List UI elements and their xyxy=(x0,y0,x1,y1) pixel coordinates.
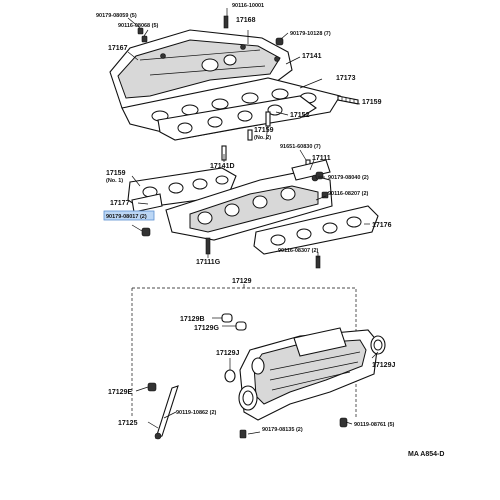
callout-17[interactable]: 90179-08040 (2) xyxy=(328,175,369,181)
callout-24[interactable]: 17129 xyxy=(232,278,252,285)
callout-26[interactable]: 17129G xyxy=(194,325,219,332)
callout-1[interactable]: 90179-08059 (5) xyxy=(96,13,137,19)
leader-lines xyxy=(127,8,379,435)
callout-28[interactable]: 17129J xyxy=(372,362,395,369)
callout-31[interactable]: 17125 xyxy=(118,420,138,427)
callout-21[interactable]: 17176 xyxy=(372,222,392,229)
callout-18[interactable]: 17177 xyxy=(110,200,130,207)
callout-22[interactable]: 90116-08307 (2) xyxy=(278,248,319,254)
gasket-17176 xyxy=(253,205,379,255)
callout-3[interactable]: 17168 xyxy=(236,17,256,24)
callout-19[interactable]: 90116-08207 (2) xyxy=(328,191,369,197)
figure-reference: MA A854-D xyxy=(408,451,444,458)
intake-manifold-lower xyxy=(165,159,333,241)
callout-16[interactable]: (No. 1) xyxy=(106,178,123,184)
callout-8[interactable]: 17159 xyxy=(362,99,382,106)
callout-23[interactable]: 17111G xyxy=(196,259,221,266)
callout-7[interactable]: 17173 xyxy=(336,75,356,82)
callout-14[interactable]: 17111 xyxy=(312,155,331,162)
callout-33[interactable]: 90119-08761 (5) xyxy=(354,422,395,428)
callout-5[interactable]: 17167 xyxy=(108,45,128,52)
callout-6[interactable]: 17141 xyxy=(302,53,322,60)
highlight-box xyxy=(103,210,155,221)
stud-17159-top xyxy=(337,95,359,105)
plugs xyxy=(221,313,247,383)
callout-15[interactable]: 17159 xyxy=(106,170,126,177)
callout-10[interactable]: 17159 xyxy=(254,127,274,134)
rod-17125 xyxy=(154,385,179,440)
callout-9[interactable]: 17152 xyxy=(290,112,310,119)
callout-2[interactable]: 90116-08068 (5) xyxy=(118,23,159,29)
intake-plenum xyxy=(238,327,386,421)
callout-27[interactable]: 17129J xyxy=(216,350,239,357)
callout-29[interactable]: 17129E xyxy=(108,389,132,396)
callout-11[interactable]: (No. 2) xyxy=(254,135,271,141)
callout-20[interactable]: 90179-08017 (2) xyxy=(106,214,147,220)
callout-13[interactable]: 17141D xyxy=(210,163,235,170)
callout-12[interactable]: 91651-60830 (7) xyxy=(280,144,321,150)
callout-30[interactable]: 90119-10862 (2) xyxy=(176,410,217,416)
callout-25[interactable]: 17129B xyxy=(180,316,205,323)
callout-labels: 90116-10001 90179-08059 (5) 90116-08068 … xyxy=(96,3,395,433)
surge-tank-cover xyxy=(109,29,293,109)
callout-0[interactable]: 90116-10001 xyxy=(232,3,264,9)
callout-4[interactable]: 90179-10128 (7) xyxy=(290,31,331,37)
gasket-17177 xyxy=(131,193,163,213)
callout-32[interactable]: 90179-08135 (2) xyxy=(262,427,303,433)
